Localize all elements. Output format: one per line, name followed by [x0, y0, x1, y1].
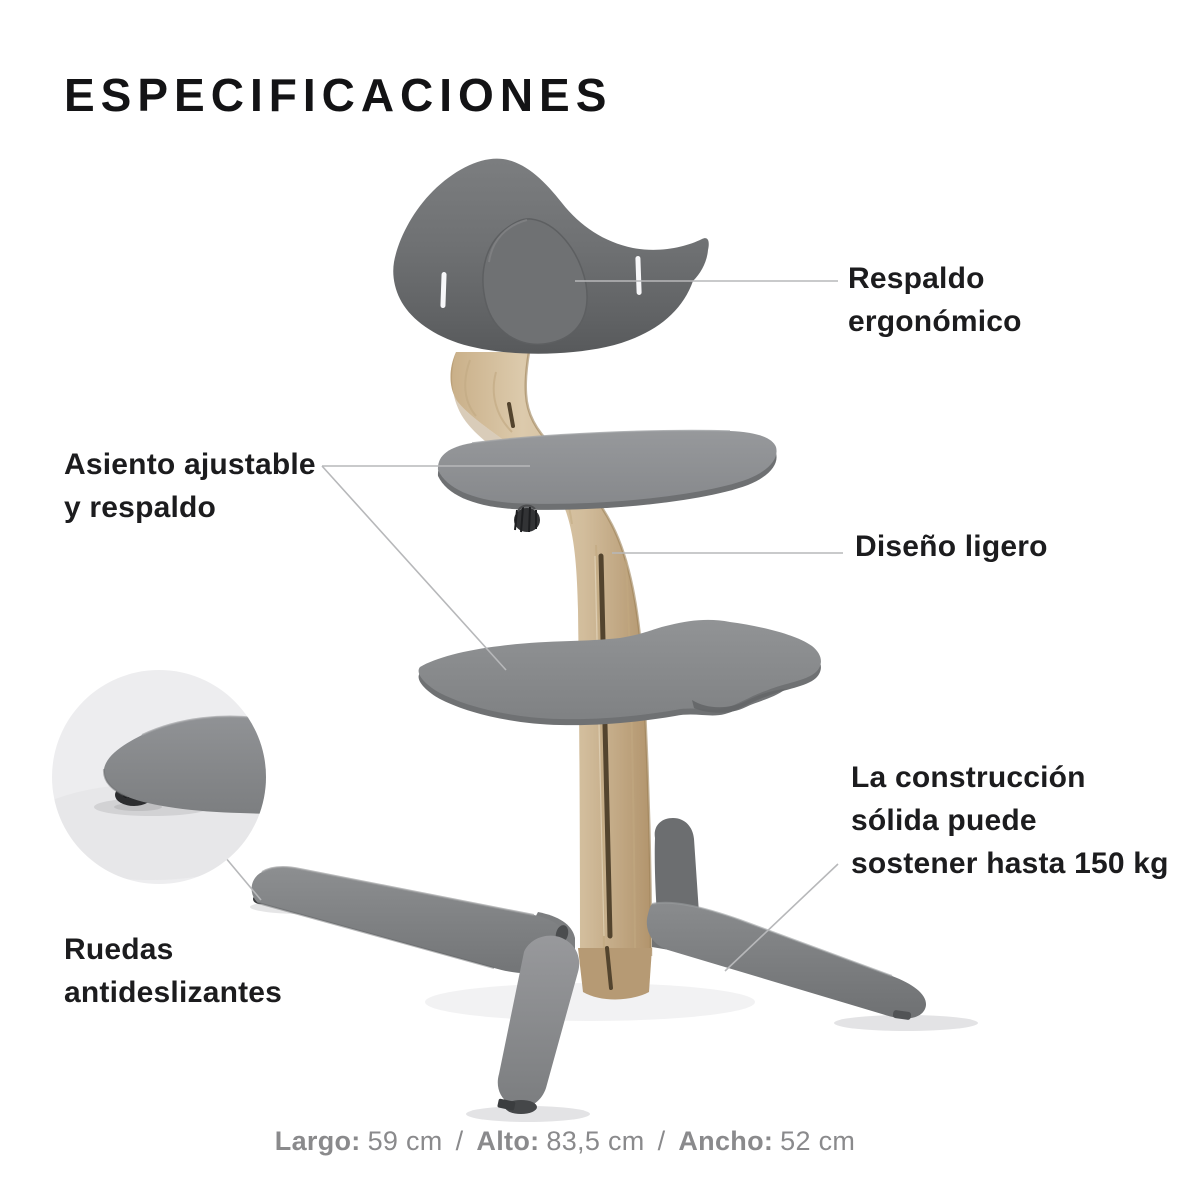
- seat: [437, 429, 777, 510]
- adjustment-knob: [514, 504, 540, 533]
- callout-label-line: La construcción: [851, 761, 1086, 794]
- magnified-leg-tip: [103, 716, 266, 814]
- callout-label-line: antideslizantes: [64, 976, 283, 1009]
- base: [251, 818, 927, 1114]
- dim-separator: /: [657, 1126, 666, 1156]
- front-foot-pad: [497, 1098, 516, 1111]
- base-leg-right: [646, 902, 927, 1019]
- callout-label-line: sólida puede: [851, 804, 1037, 837]
- callout-label-diseno: Diseño ligero: [855, 525, 1048, 568]
- base-leg-front: [497, 935, 580, 1108]
- callout-label-respaldo: Respaldo ergonómico: [848, 257, 1022, 343]
- wheel-detail-inset: [52, 670, 266, 884]
- callout-label-line: y respaldo: [64, 491, 217, 524]
- backrest: [393, 158, 709, 354]
- page-title: ESPECIFICACIONES: [64, 69, 613, 121]
- dim-separator: /: [455, 1126, 464, 1156]
- callout-label-line: Ruedas: [64, 933, 174, 966]
- callout-label-line: Asiento ajustable: [64, 448, 316, 481]
- footrest: [418, 619, 821, 726]
- callout-label-line: Respaldo: [848, 262, 985, 295]
- wood-groove-upper: [507, 402, 515, 428]
- callout-label-ruedas: Ruedas antideslizantes: [64, 928, 282, 1014]
- dim-largo-label: Largo:: [274, 1126, 361, 1156]
- backrest-slot-left: [440, 272, 447, 309]
- dim-alto-value: 83,5 cm: [546, 1126, 645, 1156]
- dimensions-bar: Largo:59 cm / Alto:83,5 cm / Ancho:52 cm: [0, 1121, 1130, 1161]
- callout-lines: [224, 280, 843, 972]
- backrest-panel: [482, 218, 588, 345]
- footrest-wave-shadow: [692, 689, 786, 713]
- callout-label-construccion: La construcción sólida puede sostener ha…: [851, 756, 1169, 885]
- wood-column-foot: [578, 948, 652, 1000]
- callout-line-asiento-footrest: [321, 465, 507, 671]
- callout-label-line: sostener hasta 150 kg: [851, 847, 1169, 880]
- callout-label-asiento: Asiento ajustable y respaldo: [64, 443, 316, 529]
- wood-grain: [464, 359, 477, 417]
- dim-ancho-label: Ancho:: [678, 1126, 774, 1156]
- callout-label-line: ergonómico: [848, 305, 1022, 338]
- inset-connector-line: [224, 856, 262, 901]
- right-foot-pad: [892, 1010, 912, 1020]
- base-leg-left: [251, 867, 570, 974]
- dim-ancho-value: 52 cm: [780, 1126, 856, 1156]
- wood-groove-lower: [598, 553, 613, 939]
- dim-alto-label: Alto:: [476, 1126, 540, 1156]
- backrest-slot-right: [635, 255, 642, 295]
- callout-line-construccion: [724, 863, 839, 972]
- dim-largo-value: 59 cm: [367, 1126, 443, 1156]
- callout-label-line: Diseño ligero: [855, 530, 1048, 563]
